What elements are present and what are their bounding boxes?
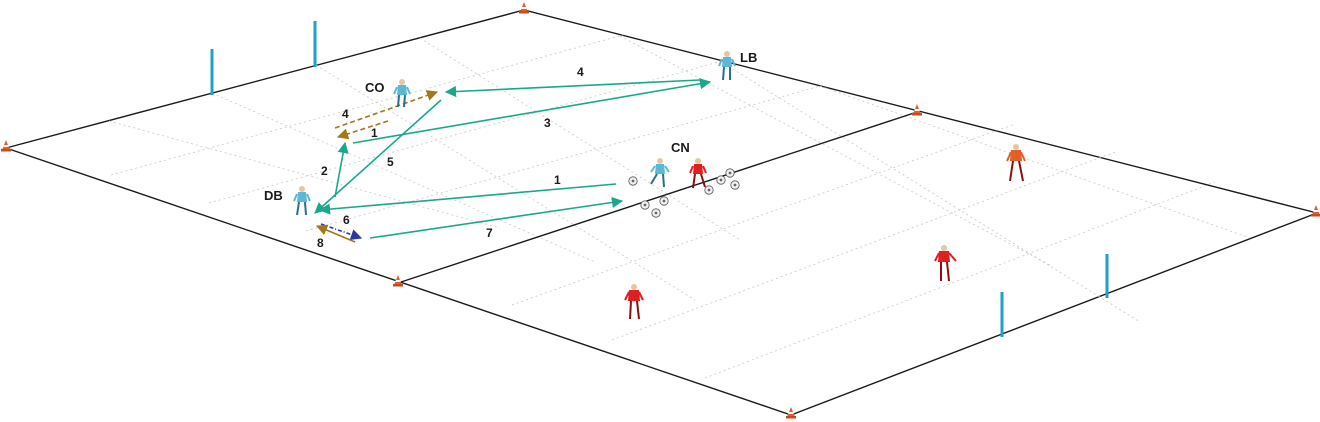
step-number: 6: [343, 213, 350, 227]
step-number: 8: [317, 236, 324, 250]
step-number: 5: [387, 155, 394, 169]
defender-player[interactable]: [934, 245, 957, 282]
ball-icon: [716, 175, 726, 185]
ball-icon: [730, 180, 740, 190]
pass-arrow: [444, 79, 701, 98]
step-number: 7: [486, 226, 493, 240]
pass-arrow: [334, 141, 349, 198]
step-number: 2: [321, 164, 328, 178]
arrows: [314, 78, 712, 243]
field-grid: [108, 34, 1251, 379]
player-label-lb: LB: [740, 50, 757, 65]
run-arrow: [334, 90, 439, 129]
defender-player[interactable]: [1006, 144, 1026, 182]
ball-icon: [725, 168, 735, 178]
cone-icon: [1, 140, 11, 152]
goal-poles: [210, 21, 1109, 337]
field-boundary: [3, 9, 1320, 416]
field: [3, 9, 1320, 416]
pass-arrow: [369, 196, 624, 239]
ball-icon: [651, 208, 661, 218]
ball-icon: [704, 185, 714, 195]
player-co[interactable]: [393, 79, 411, 108]
pass-arrow: [318, 183, 617, 215]
defender-player[interactable]: [624, 284, 644, 320]
pass-arrow: [352, 78, 712, 144]
sequence-numbers: 4 1 4 3 5 2 1 6 7 8: [317, 65, 584, 250]
step-number: 1: [371, 126, 378, 140]
step-number: 4: [577, 65, 584, 79]
defender-player[interactable]: [689, 158, 707, 189]
cone-icon: [519, 2, 529, 14]
step-number: 1: [554, 173, 561, 187]
run-arrow: [315, 224, 356, 243]
defend-team: [624, 144, 1026, 320]
run-arrow: [336, 120, 389, 140]
ball-icon: [640, 200, 650, 210]
ball-icon: [659, 196, 669, 206]
player-db[interactable]: [293, 186, 311, 216]
ball-icon: [628, 176, 638, 186]
run-arrow: [320, 223, 363, 240]
player-label-db: DB: [264, 188, 283, 203]
step-number: 4: [342, 107, 349, 121]
player-label-cn: CN: [671, 140, 690, 155]
attack-team: CO LB CN DB: [264, 50, 757, 216]
player-cn[interactable]: [650, 158, 670, 188]
halfway-line: [397, 111, 918, 284]
player-lb[interactable]: [718, 51, 736, 81]
player-label-co: CO: [365, 80, 385, 95]
step-number: 3: [544, 116, 551, 130]
cone-icon: [1311, 205, 1320, 217]
